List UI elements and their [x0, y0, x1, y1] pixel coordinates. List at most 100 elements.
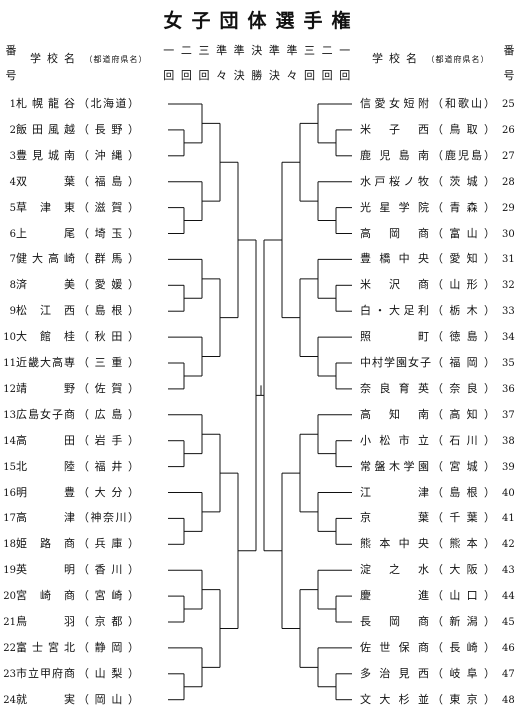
team-row: 13広島女子商（広島） [0, 406, 140, 424]
team-prefecture: （山口） [432, 589, 497, 603]
team-prefecture: （熊本） [432, 537, 497, 551]
team-prefecture: （沖縄） [78, 148, 141, 162]
team-prefecture: （長野） [78, 122, 141, 136]
team-prefecture: （栃木） [432, 304, 497, 318]
team-school: 草津東 [16, 200, 76, 214]
team-school: 白・大足利 [360, 304, 430, 318]
team-prefecture: （福島） [78, 174, 141, 188]
team-row: 15北陸（福井） [0, 458, 140, 476]
team-prefecture: （鳥取） [432, 122, 497, 136]
team-school: 豊見城南 [16, 148, 76, 162]
team-school: 米沢商 [360, 278, 430, 292]
team-prefecture: （三重） [78, 356, 141, 369]
team-prefecture: （神奈川） [78, 511, 140, 525]
team-number: 22 [3, 642, 16, 654]
round-labels-bottom: 回回回々決勝決々回回回 [160, 67, 354, 83]
team-school: 慶進 [360, 589, 430, 603]
number-header-bottom: 号 [5, 69, 17, 82]
team-school: 長岡商 [360, 615, 430, 628]
team-school: 高知南 [360, 407, 430, 421]
prefecture-name: 北海道 [90, 97, 128, 110]
team-school: 京葉 [360, 511, 430, 525]
team-number: 4 [9, 176, 16, 188]
number-header-top: 番 [5, 44, 17, 57]
round-label: 準 [268, 44, 280, 57]
prefecture-name: 岐阜 [449, 666, 485, 680]
team-row: 17高津（神奈川） [0, 509, 140, 527]
prefecture-name: 島根 [449, 485, 485, 499]
prefecture-name: 愛媛 [94, 278, 129, 292]
team-school: 常盤木学園 [360, 459, 430, 473]
prefecture-name: 福島 [94, 174, 129, 188]
team-school: 淀之水 [360, 563, 430, 577]
school-header-right: 学校名 （都道府県名） [372, 52, 490, 66]
prefecture-name: 沖縄 [94, 148, 129, 162]
team-row: 常盤木学園（宮城）39 [360, 458, 516, 476]
team-number: 17 [3, 513, 16, 525]
team-prefecture: （秋田） [78, 330, 141, 344]
team-prefecture: （福岡） [432, 356, 497, 369]
team-school: 鹿児島南 [360, 148, 430, 162]
prefecture-name: 奈良 [449, 381, 485, 395]
prefecture-name: 石川 [449, 433, 485, 447]
team-school: 近畿大高専 [16, 356, 76, 369]
team-prefecture: （静岡） [78, 640, 141, 654]
team-row: 6上尾（埼玉） [0, 225, 140, 243]
team-row: 白・大足利（栃木） 33 [360, 302, 516, 320]
prefecture-name: 群馬 [94, 252, 129, 266]
team-prefecture: （岡山） [78, 692, 141, 706]
team-number: 31 [502, 254, 515, 266]
round-label: 々 [286, 69, 298, 82]
team-number: 33 [502, 306, 515, 318]
prefecture-name: 岡山 [94, 692, 129, 706]
team-school: 済美 [16, 278, 76, 292]
team-school: 上尾 [16, 226, 76, 240]
team-row: 江津（島根）40 [360, 484, 516, 502]
team-row: 9松江西（島根） [0, 302, 140, 320]
prefecture-name: 愛知 [449, 252, 485, 266]
prefecture-name: 佐賀 [94, 381, 129, 395]
team-number: 35 [502, 358, 515, 369]
team-row: 鹿児島南（鹿児島）27 [360, 147, 516, 165]
prefecture-name: 京都 [94, 615, 129, 628]
number-header-right: 番 号 [503, 44, 515, 82]
prefecture-name: 東京 [449, 692, 485, 706]
team-number: 18 [3, 539, 16, 551]
team-school: 熊本中央 [360, 537, 430, 551]
round-label: 回 [321, 69, 333, 82]
round-label: 回 [198, 69, 210, 82]
team-row: 小松市立（石川）38 [360, 432, 516, 450]
team-prefecture: （福井） [78, 459, 141, 473]
team-prefecture: （新潟） [432, 615, 497, 628]
team-row: 長岡商（新潟）45 [360, 613, 516, 631]
team-number: 44 [502, 591, 515, 603]
prefecture-name: 鳥取 [449, 122, 485, 136]
team-row: 水戸桜ノ牧（茨城）28 [360, 173, 516, 191]
team-number: 19 [3, 565, 16, 577]
team-prefecture: （和歌山） [432, 97, 496, 110]
team-prefecture: （青森） [432, 200, 497, 214]
team-row: 慶進（山口） 44 [360, 587, 516, 605]
team-number: 34 [502, 332, 515, 344]
team-number: 43 [502, 565, 515, 577]
team-row: 1札幌龍谷（北海道） [0, 95, 140, 113]
prefecture-name: 大分 [94, 485, 129, 499]
prefecture-name: 高知 [449, 407, 485, 421]
team-prefecture: （香川） [78, 563, 141, 577]
prefecture-name: 千葉 [449, 511, 485, 525]
team-school: 水戸桜ノ牧 [360, 174, 430, 188]
school-header-left: 学校名 （都道府県名） [30, 52, 148, 66]
round-label: 回 [180, 69, 192, 82]
team-number: 30 [502, 228, 515, 240]
round-label: 回 [304, 69, 316, 82]
team-school: 健大高崎 [16, 252, 76, 266]
prefecture-name: 滋賀 [94, 200, 129, 214]
number-header-left: 番 号 [5, 44, 17, 82]
team-row: 21鳥羽（京都） [0, 613, 140, 631]
prefecture-name: 富山 [449, 226, 485, 240]
prefecture-name: 和歌山 [445, 97, 484, 110]
team-number: 10 [3, 332, 16, 344]
school-label: 学校名 [30, 52, 81, 65]
team-number: 12 [3, 383, 16, 395]
